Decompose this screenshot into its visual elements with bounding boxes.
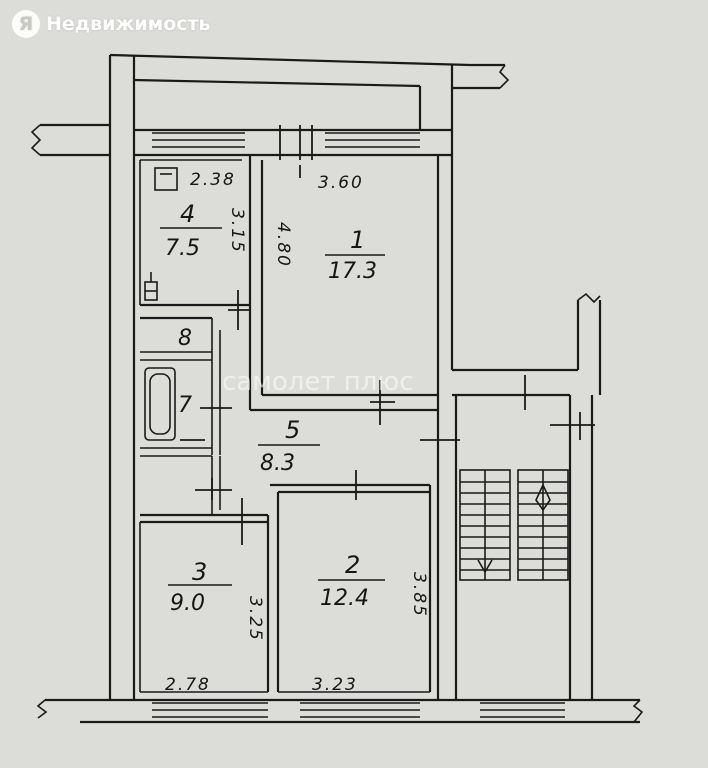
dimension-room4-width: 2.38 bbox=[190, 170, 236, 190]
room-area: 12.4 bbox=[320, 586, 369, 611]
room-label-2: 2 12.4 bbox=[318, 551, 385, 611]
exterior-walls bbox=[30, 53, 644, 724]
dimension-room3-height: 3.25 bbox=[245, 596, 265, 642]
watermark: самолет плюс bbox=[222, 367, 414, 397]
room-label-4: 4 7.5 bbox=[160, 200, 222, 261]
dimension-room4-height: 3.15 bbox=[227, 208, 247, 254]
staircase bbox=[459, 469, 569, 581]
yandex-logo-icon: Я bbox=[12, 10, 40, 38]
room-area: 17.3 bbox=[328, 259, 377, 284]
room-label-1: 1 17.3 bbox=[325, 226, 385, 284]
sink-icon bbox=[154, 167, 178, 191]
stair-arrow-down-icon bbox=[477, 559, 493, 574]
room-number: 2 bbox=[345, 551, 360, 579]
dimension-room1-width: 3.60 bbox=[318, 173, 364, 193]
dimension-room2-width: 3.23 bbox=[312, 675, 358, 695]
windows bbox=[152, 132, 565, 718]
room-area: 7.5 bbox=[165, 236, 200, 261]
window-stairs bbox=[480, 702, 565, 718]
room-label-8: 8 bbox=[178, 326, 192, 351]
room-area: 9.0 bbox=[170, 591, 205, 616]
dimension-room3-width: 2.78 bbox=[165, 675, 211, 695]
window-room3 bbox=[152, 702, 268, 718]
door-ticks bbox=[180, 125, 595, 545]
toilet-icon bbox=[144, 272, 158, 301]
room-number: 4 bbox=[180, 200, 195, 228]
window-room4 bbox=[152, 132, 245, 148]
room-number: 5 bbox=[285, 416, 300, 444]
stair-arrow-up-icon bbox=[535, 483, 551, 512]
dimension-room2-height: 3.85 bbox=[409, 572, 429, 618]
room-area: 8.3 bbox=[260, 451, 295, 476]
window-room2 bbox=[300, 702, 420, 718]
bathtub-icon bbox=[144, 367, 176, 441]
room-label-3: 3 9.0 bbox=[168, 558, 232, 616]
window-room1 bbox=[325, 132, 420, 148]
room-number: 1 bbox=[350, 226, 365, 254]
brand: Я Недвижимость bbox=[12, 10, 211, 38]
room-label-7: 7 bbox=[178, 393, 192, 418]
brand-name: Недвижимость bbox=[46, 13, 211, 35]
dimension-room1-height: 4.80 bbox=[273, 222, 293, 268]
room-number: 3 bbox=[192, 558, 207, 586]
room-label-5: 5 8.3 bbox=[258, 416, 320, 476]
interior-walls bbox=[139, 155, 438, 693]
